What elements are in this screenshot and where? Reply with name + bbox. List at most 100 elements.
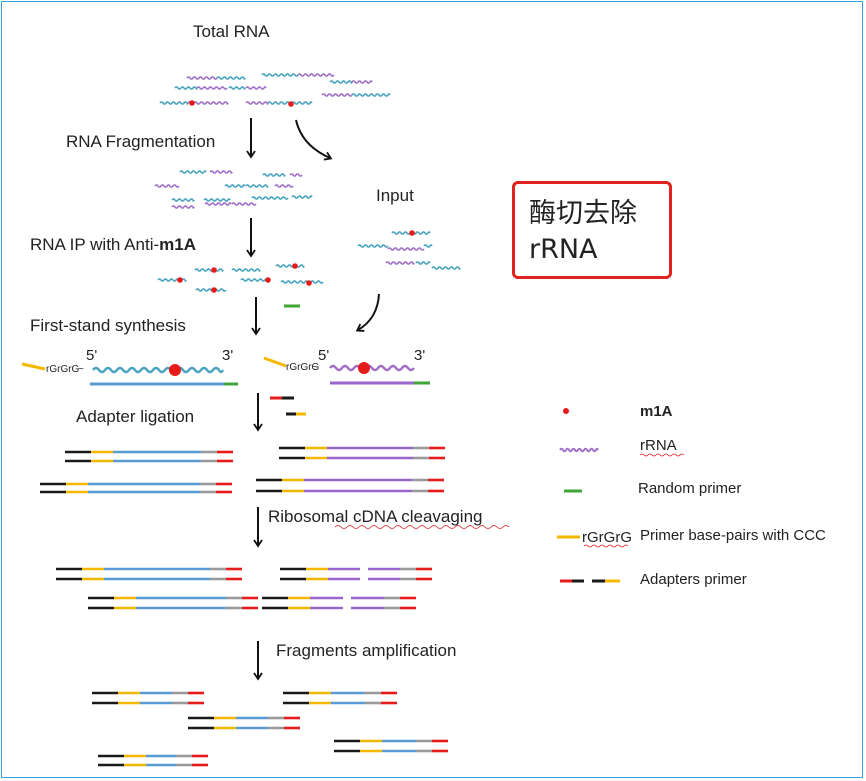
note-line-2: rRNA	[529, 234, 598, 265]
ip-rna-strand	[231, 268, 261, 272]
rna-fragment	[245, 184, 269, 188]
rna-strand	[216, 76, 246, 80]
step-rna-ip-prefix: RNA IP with Anti-	[30, 235, 159, 254]
rna-strand	[245, 86, 267, 90]
rgrgrg-label-right: rGrGrG	[286, 362, 320, 373]
input-rna-strand	[385, 261, 415, 265]
step-rna-fragmentation: RNA Fragmentation	[66, 132, 215, 151]
rna-fragment	[231, 202, 257, 206]
m1a-dot	[189, 100, 195, 106]
rna-fragment	[291, 195, 313, 199]
ip-rna-strand	[240, 278, 268, 282]
m1a-dot	[409, 230, 415, 236]
rna-fragment	[289, 173, 303, 177]
ligated-constructs	[40, 446, 448, 767]
step-first-strand-synthesis: First-stand synthesis	[30, 316, 186, 335]
ip-enriched-rna	[157, 263, 324, 293]
legend-rgrgrg-symbol: rGrGrG	[582, 529, 632, 546]
rna-fragment	[204, 202, 232, 206]
step-input: Input	[376, 186, 414, 205]
m1a-dot	[211, 267, 217, 273]
legend-m1a-marker	[563, 408, 569, 414]
rna-template-wave	[92, 366, 225, 374]
arrow-to-input	[295, 119, 333, 161]
ip-rna-strand	[275, 264, 305, 268]
ip-rna-strand	[280, 280, 306, 284]
rna-strand	[245, 101, 269, 105]
rna-fragment	[262, 173, 286, 177]
rna-fragment	[209, 170, 233, 174]
m1a-dot	[288, 101, 294, 107]
rna-strand	[351, 80, 373, 84]
input-rna-strand	[357, 244, 389, 248]
m1a-dot	[292, 263, 298, 269]
rna-strand	[261, 73, 299, 77]
m1a-dot	[265, 277, 271, 283]
rna-fragment	[171, 205, 195, 209]
primer-ccc-tail	[21, 362, 46, 371]
rna-fragment	[203, 198, 231, 202]
five-prime-label-left: 5'	[86, 347, 97, 364]
spellcheck-underline	[639, 453, 685, 457]
input-rna-strand	[415, 261, 431, 265]
svg-text:~: ~	[312, 362, 318, 373]
input-rna	[357, 230, 461, 270]
input-rna-strand	[431, 266, 461, 270]
rna-fragment	[179, 170, 207, 174]
three-prime-label-right: 3'	[414, 347, 425, 364]
adapter-pair-small	[270, 396, 306, 416]
rna-fragment	[251, 196, 289, 200]
rna-fragment	[274, 184, 294, 188]
spellcheck-underline	[583, 544, 629, 548]
arrow-input-to-first-strand	[355, 293, 380, 332]
note-box: 酶切去除 rRNA	[512, 181, 672, 279]
legend-rrna-marker	[559, 447, 599, 453]
rna-strand	[174, 86, 198, 90]
ip-rna-strand	[194, 268, 224, 272]
three-prime-label-left: 3'	[222, 347, 233, 364]
step-fragments-amplification: Fragments amplification	[276, 641, 456, 660]
legend-m1a-label: m1A	[640, 403, 673, 420]
legend-rrna-label: rRNA	[640, 437, 677, 454]
step-rna-ip-antibody: m1A	[159, 235, 196, 254]
first-strand-left: rGrGrG ~ 5' 3'	[21, 347, 238, 386]
ip-rna-strand	[195, 288, 227, 292]
rna-strand	[351, 93, 391, 97]
input-rna-strand	[387, 247, 425, 251]
svg-text:~: ~	[78, 364, 84, 375]
legend: m1A rRNA Random primer rGrGrG Primer bas…	[557, 403, 826, 588]
rna-fragment	[154, 184, 180, 188]
first-strand-right: rGrGrG ~ 5' 3'	[263, 347, 430, 385]
rna-strand	[186, 76, 218, 80]
spellcheck-underline	[334, 525, 510, 529]
ip-rna-strand	[157, 278, 187, 282]
m1a-dot	[211, 287, 217, 293]
m1a-site	[169, 364, 181, 376]
rrna-template-wave	[329, 364, 415, 372]
step-rna-ip: RNA IP with Anti-m1A	[30, 235, 196, 254]
legend-adapters-label: Adapters primer	[640, 571, 747, 588]
rna-strand	[196, 86, 228, 90]
m1a-site	[358, 362, 370, 374]
step-total-rna: Total RNA	[193, 22, 270, 41]
step-ribosomal-cleavage: Ribosomal cDNA cleavaging	[268, 507, 483, 526]
m1a-dot	[177, 277, 183, 283]
rgrgrg-label-left: rGrGrG	[46, 364, 80, 375]
primer-ccc-tail	[263, 356, 287, 368]
fragmented-rna	[154, 170, 313, 209]
rna-fragment	[224, 184, 246, 188]
m1a-dot	[306, 280, 312, 286]
rna-strand	[228, 86, 246, 90]
legend-primer-ccc-label: Primer base-pairs with CCC	[640, 527, 826, 544]
total-rna-fragments	[159, 73, 391, 107]
five-prime-label-right: 5'	[318, 347, 329, 364]
rna-strand	[297, 73, 335, 77]
note-line-1: 酶切去除	[529, 198, 637, 229]
legend-random-primer-label: Random primer	[638, 480, 741, 497]
step-adapter-ligation: Adapter ligation	[76, 407, 194, 426]
rna-strand	[329, 80, 353, 84]
rna-strand	[159, 101, 189, 105]
rna-strand	[187, 101, 229, 105]
